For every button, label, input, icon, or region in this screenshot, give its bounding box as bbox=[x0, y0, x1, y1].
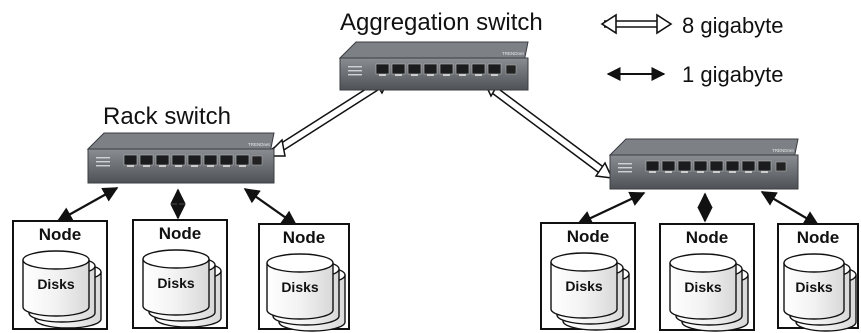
disk-stack-icon bbox=[266, 253, 346, 332]
switch-brand: TRENDnet bbox=[772, 148, 795, 153]
legend-double-arrow-icon bbox=[600, 13, 673, 35]
aggregation-switch-title: Aggregation switch bbox=[340, 9, 543, 36]
node-label: Node bbox=[797, 228, 840, 247]
rack-switch-title: Rack switch bbox=[103, 103, 231, 130]
disk-stack-icon bbox=[783, 253, 857, 332]
node-label: Node bbox=[567, 227, 610, 246]
disk-label: Disks bbox=[684, 279, 722, 295]
disk-label: Disks bbox=[37, 276, 75, 292]
disk-label: Disks bbox=[795, 279, 833, 295]
disk-label: Disks bbox=[565, 278, 603, 294]
legend: 8 gigabyte 1 gigabyte bbox=[600, 13, 784, 87]
node-label: Node bbox=[39, 225, 82, 244]
node-links bbox=[56, 187, 820, 226]
node-label: Node bbox=[159, 224, 202, 243]
disk-stack-icon bbox=[669, 253, 749, 332]
uplink-right bbox=[481, 78, 614, 179]
legend-double-label: 8 gigabyte bbox=[682, 13, 784, 38]
aggregation-switch: TRENDnet bbox=[338, 41, 529, 91]
uplink-left bbox=[264, 77, 391, 157]
node-label: Node bbox=[686, 228, 729, 247]
node-label: Node bbox=[283, 228, 326, 247]
disk-stack-icon bbox=[142, 249, 222, 328]
rack-switch-left: TRENDnet bbox=[86, 132, 275, 184]
disk-stack-icon bbox=[22, 250, 102, 329]
disk-label: Disks bbox=[281, 279, 319, 295]
rack-switch-right: TRENDnet bbox=[608, 138, 799, 190]
legend-single-label: 1 gigabyte bbox=[682, 62, 784, 87]
disk-stack-icon bbox=[550, 252, 630, 331]
disk-label: Disks bbox=[157, 275, 195, 291]
switch-brand: TRENDnet bbox=[502, 51, 525, 56]
switch-brand: TRENDnet bbox=[248, 142, 271, 147]
